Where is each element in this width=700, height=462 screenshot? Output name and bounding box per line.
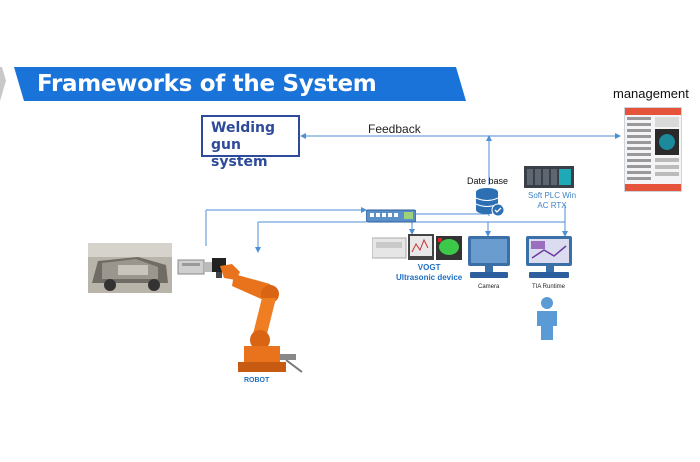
management-label: management xyxy=(613,86,689,101)
network-switch-icon xyxy=(366,209,416,223)
soft-plc-line2: AC RTX xyxy=(537,201,567,210)
camera-label: Camera xyxy=(478,284,500,290)
soft-plc-icon xyxy=(524,166,574,188)
car-body-image xyxy=(88,243,172,293)
slide-title: Frameworks of the System xyxy=(37,71,377,97)
welding-label-line1: Welding xyxy=(211,120,276,136)
banner-shape xyxy=(0,67,466,101)
welding-label-line2: gun system xyxy=(211,137,268,170)
soft-plc-line1: Soft PLC Win xyxy=(528,191,577,200)
robot-arm-image xyxy=(220,264,303,373)
management-phone-screen xyxy=(624,107,682,192)
operator-person-icon xyxy=(537,297,557,340)
welding-gun-system-box: Welding gun system xyxy=(201,115,300,170)
vogt-line2: Ultrasonic device xyxy=(396,273,463,282)
database-icon xyxy=(475,188,504,217)
tia-runtime-label: TIA Runtime xyxy=(532,284,566,290)
vogt-label: VOGT Ultrasonic device xyxy=(396,263,462,283)
soft-plc-label: Soft PLC Win AC RTX xyxy=(528,191,576,211)
vogt-ultrasonic-device-image xyxy=(372,234,462,260)
database-label: Date base xyxy=(467,176,509,186)
phone-app-image xyxy=(625,108,681,191)
robot-label: ROBOT xyxy=(244,377,270,384)
vogt-line1: VOGT xyxy=(417,263,441,272)
title-banner: Frameworks of the System xyxy=(0,67,466,101)
camera-monitor-icon xyxy=(468,236,510,278)
tia-runtime-monitor-icon xyxy=(526,236,572,278)
feedback-label: Feedback xyxy=(368,122,421,136)
